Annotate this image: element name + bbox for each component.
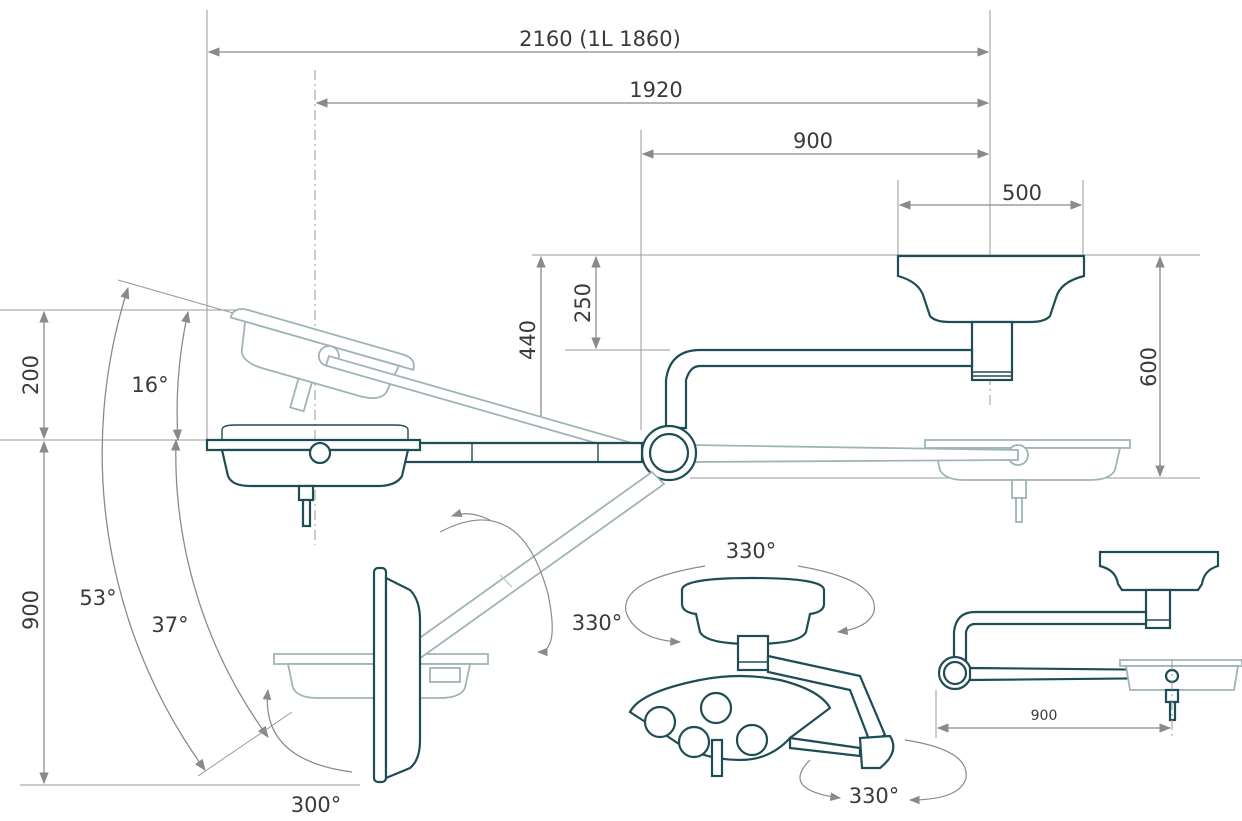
label-330-top: 330°: [726, 539, 777, 563]
dimension-labels: 2160 (1L 1860) 1920 900 500 440 250 600 …: [19, 27, 1161, 817]
ceiling-canopy: [896, 254, 1086, 382]
label-900-small: 900: [1031, 708, 1058, 724]
side-small-view: [935, 550, 1242, 740]
label-200: 200: [19, 355, 43, 395]
rotation-arrows: [262, 508, 967, 805]
perspective-lamp-view: [628, 576, 895, 778]
label-440: 440: [516, 320, 540, 360]
label-330-arm: 330°: [572, 611, 623, 635]
label-250: 250: [571, 283, 595, 323]
ghost-positions: [229, 308, 1131, 699]
label-500: 500: [1002, 181, 1042, 205]
label-37-deg: 37°: [151, 613, 188, 637]
label-900-left: 900: [19, 590, 43, 630]
dimension-lines: [39, 47, 1165, 785]
label-1920: 1920: [629, 78, 682, 102]
label-53-deg: 53°: [79, 586, 116, 610]
label-16-deg: 16°: [131, 373, 168, 397]
label-2160: 2160 (1L 1860): [519, 27, 681, 51]
label-300-deg: 300°: [291, 793, 342, 817]
label-600: 600: [1137, 347, 1161, 387]
label-330-bottom: 330°: [849, 784, 900, 808]
main-arm-system: [205, 348, 974, 784]
label-900-top: 900: [793, 129, 833, 153]
